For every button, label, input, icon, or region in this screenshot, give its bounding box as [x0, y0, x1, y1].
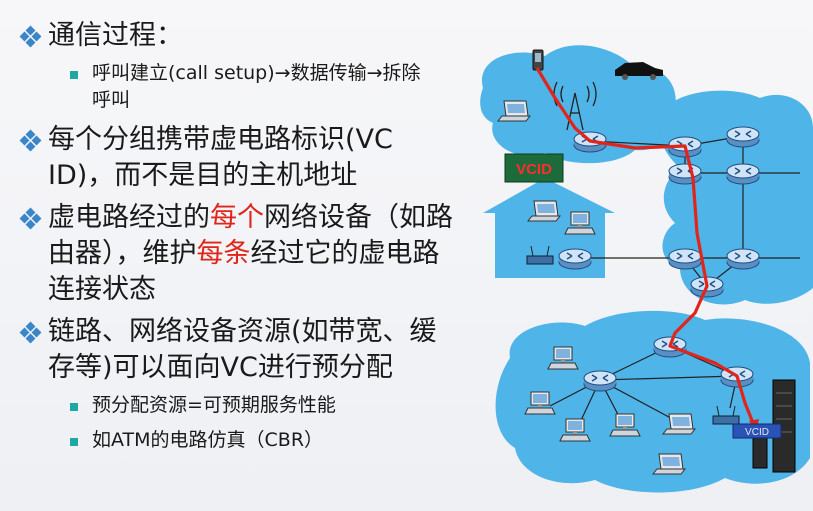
vcid-label-bottom: VCID: [732, 423, 782, 439]
bullet-l1-vcid: 每个分组携带虚电路标识(VC ID)，而不是目的主机地址: [18, 122, 473, 194]
car-icon: [615, 62, 663, 80]
highlight-text: 每条: [196, 238, 251, 269]
diamond-bullet-icon: [18, 122, 48, 154]
router-icon: [668, 163, 702, 185]
bullet-text: 通信过程：: [48, 20, 183, 51]
bullet-text: 经过它的虚电路连接状态: [48, 238, 440, 305]
router-icon: [583, 370, 617, 392]
square-bullet-icon: [70, 403, 78, 411]
bullet-l1-per-device-state: 虚电路经过的每个网络设备（如路由器），维护每条经过它的虚电路连接状态: [18, 200, 473, 308]
phone-icon: [532, 49, 544, 71]
bullet-text: 虚电路经过的: [48, 202, 210, 233]
isp-cloud-bottom: [495, 310, 810, 493]
wireless-router-icon: [526, 245, 554, 265]
vcid-text: VCID: [745, 427, 769, 438]
diamond-bullet-icon: [18, 314, 48, 346]
bullet-l2-predictable: 预分配资源=可预期服务性能: [70, 392, 473, 419]
router-icon: [726, 163, 760, 185]
router-icon: [726, 126, 760, 148]
diamond-bullet-icon: [18, 200, 48, 232]
bullet-text: 如ATM的电路仿真（CBR）: [92, 429, 324, 451]
virtual-circuit-network-diagram: VCID VCID: [480, 45, 813, 493]
router-icon: [668, 248, 702, 270]
bullet-l2-call-setup: 呼叫建立(call setup)→数据传输→拆除呼叫: [70, 60, 473, 114]
bullet-l2-atm-cbr: 如ATM的电路仿真（CBR）: [70, 427, 473, 454]
cell-tower-icon: [553, 81, 597, 131]
router-icon: [726, 248, 760, 270]
bullet-text: 网络设备（如路由器），维护: [48, 202, 453, 269]
square-bullet-icon: [70, 71, 78, 79]
wireless-router-icon: [712, 405, 740, 425]
vcid-text: VCID: [516, 161, 552, 178]
bullet-text: 呼叫建立(call setup)→数据传输→拆除呼叫: [92, 62, 421, 111]
bullet-l1-process: 通信过程：: [18, 18, 473, 54]
diamond-bullet-icon: [18, 18, 48, 50]
square-bullet-icon: [70, 438, 78, 446]
bullet-text: 链路、网络设备资源(如带宽、缓存等)可以面向VC进行预分配: [48, 316, 437, 383]
bullet-list: 通信过程： 呼叫建立(call setup)→数据传输→拆除呼叫 每个分组携带虚…: [18, 18, 473, 454]
bullet-text: 预分配资源=可预期服务性能: [92, 394, 336, 416]
vcid-label-top: VCID: [504, 153, 564, 183]
router-icon: [558, 248, 592, 270]
bullet-l1-resource-prealloc: 链路、网络设备资源(如带宽、缓存等)可以面向VC进行预分配: [18, 314, 473, 386]
isp-cloud-right: [659, 90, 813, 305]
virtual-circuit-path: [535, 67, 757, 429]
bullet-text: 每个分组携带虚电路标识(VC ID)，而不是目的主机地址: [48, 124, 393, 191]
highlight-text: 每个: [210, 202, 264, 233]
